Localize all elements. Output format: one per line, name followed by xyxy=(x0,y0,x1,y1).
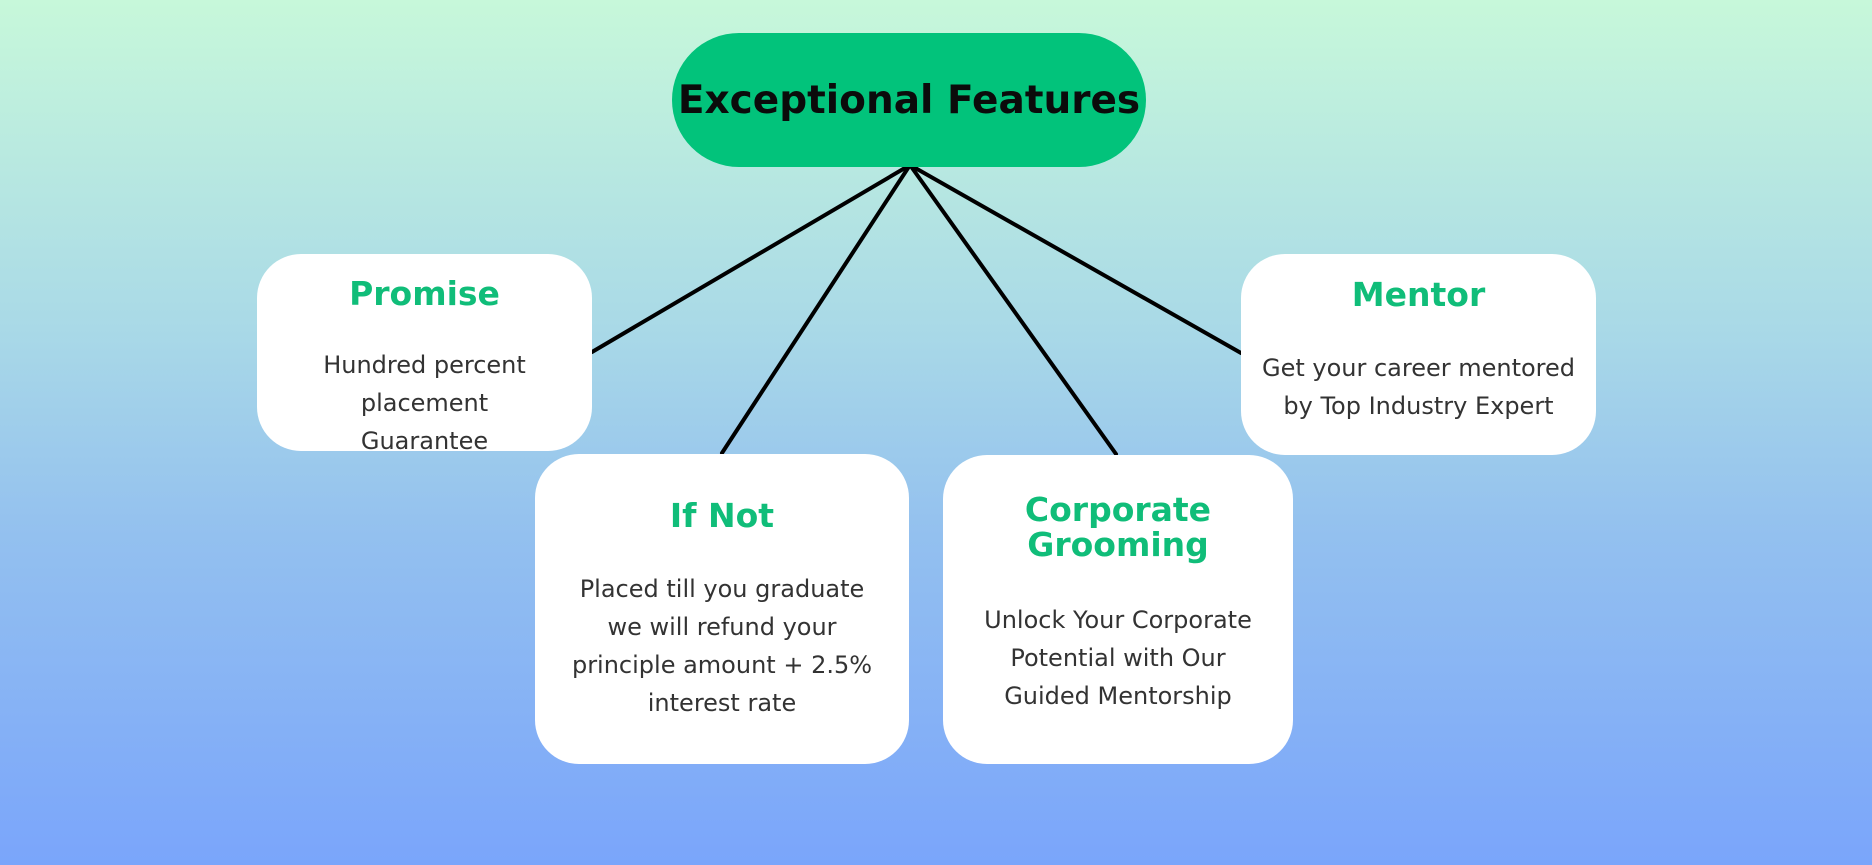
card-ifnot: If Not Placed till you graduate we will … xyxy=(535,454,909,764)
card-description-mentor: Get your career mentored by Top Industry… xyxy=(1261,354,1576,420)
card-corporate: Corporate Grooming Unlock Your Corporate… xyxy=(943,455,1293,764)
connector-ifnot xyxy=(720,163,912,455)
card-title-promise: Promise xyxy=(349,274,500,313)
connector-mentor xyxy=(908,163,1243,355)
connector-promise xyxy=(590,163,912,354)
card-promise: Promise Hundred percent placement Guaran… xyxy=(257,254,592,455)
diagram-title: Exceptional Features xyxy=(677,77,1141,123)
card-title-ifnot: If Not xyxy=(669,496,775,535)
card-description-corporate: Unlock Your Corporate Potential with Our… xyxy=(984,606,1252,710)
title-pill: Exceptional Features xyxy=(672,33,1146,167)
card-description-promise: Hundred percent placement Guarantee xyxy=(323,351,526,455)
card-title-corporate: Corporate Grooming xyxy=(1024,490,1212,564)
card-mentor: Mentor Get your career mentored by Top I… xyxy=(1241,254,1596,455)
card-title-mentor: Mentor xyxy=(1351,275,1486,314)
card-description-ifnot: Placed till you graduate we will refund … xyxy=(571,575,873,717)
connector-corporate xyxy=(908,163,1118,456)
